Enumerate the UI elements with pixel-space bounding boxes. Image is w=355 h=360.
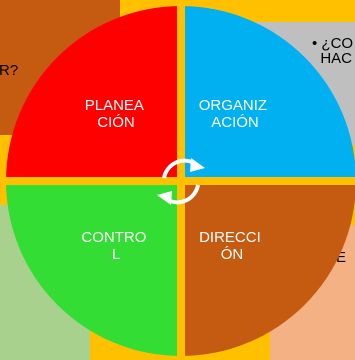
side-box-top-right-text: • ¿CO HAC [312,35,354,67]
label-direccion: DIRECCI ÓN [199,229,265,263]
label-organizacion: ORGANIZ ACIÓN [199,97,272,131]
quadrant-organizacion[interactable] [181,6,355,181]
label-planeacion: PLANEA CIÓN [85,97,148,131]
side-box-top-left-text: R? [0,62,19,79]
label-control: CONTRO L [81,229,150,263]
quadrants [6,6,355,356]
quadrant-labels: PLANEA CIÓN ORGANIZ ACIÓN CONTRO L DIREC… [81,97,272,263]
circular-arrows-icon [157,158,205,205]
quadrant-direccion[interactable] [181,181,355,356]
quadrant-control[interactable] [6,181,181,356]
quadrant-planeacion[interactable] [6,6,181,181]
